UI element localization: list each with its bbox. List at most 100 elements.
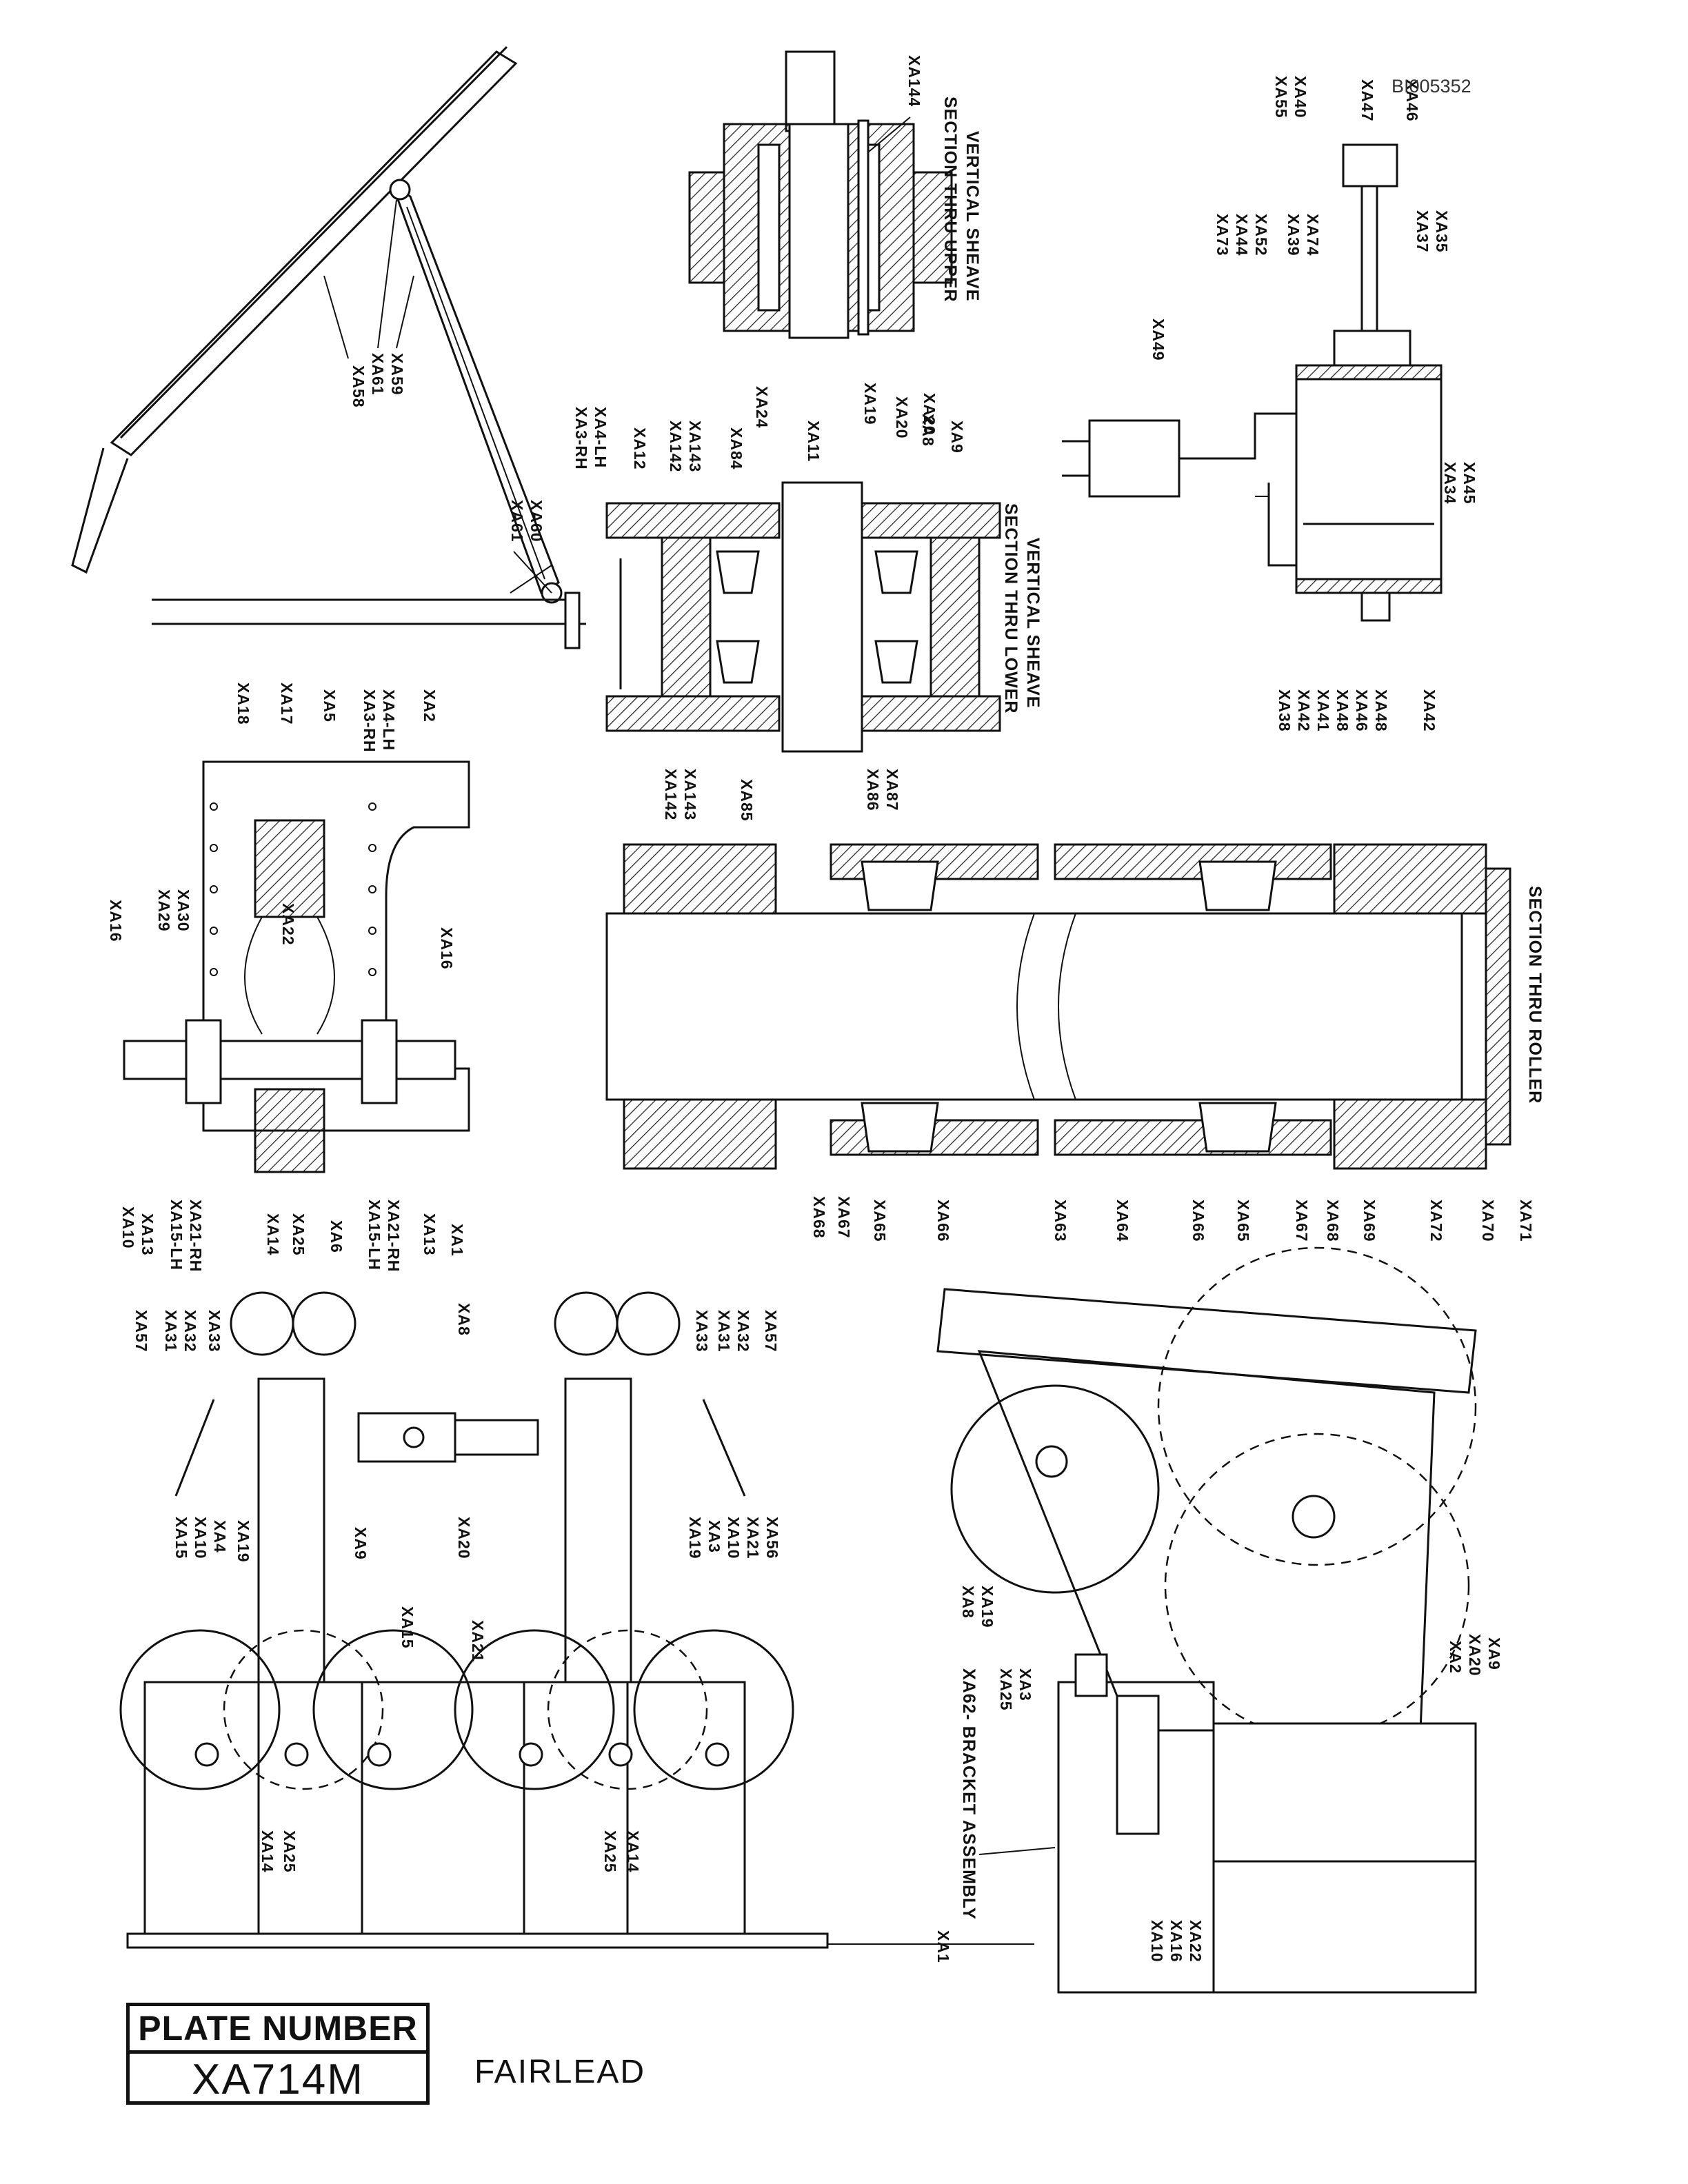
callout-xa5: XA5 bbox=[321, 689, 339, 722]
cylinder-assembly bbox=[1062, 143, 1443, 622]
caption-upper-sheave-1: SECTION THRU UPPER bbox=[941, 97, 960, 303]
callout-xa19-front-left: XA19 bbox=[234, 1520, 252, 1563]
callout-xa35: XA35 bbox=[1433, 210, 1451, 253]
callout-xa8-side: XA8 bbox=[959, 1586, 977, 1619]
callout-xa8-front: XA8 bbox=[455, 1303, 473, 1336]
callout-xa22-side: XA22 bbox=[1187, 1920, 1205, 1963]
callout-xa20-front: XA20 bbox=[455, 1517, 473, 1559]
callout-xa47: XA47 bbox=[1358, 79, 1376, 122]
callout-xa70: XA70 bbox=[1479, 1200, 1497, 1242]
boom-callouts: XA58 XA61 XA59 XA61 XA60 bbox=[323, 199, 552, 594]
callout-xa21-front-right: XA21 bbox=[744, 1517, 762, 1559]
callout-xa14-front-left: XA14 bbox=[259, 1830, 277, 1873]
plate-number-heading: PLATE NUMBER bbox=[130, 2006, 426, 2054]
callout-xa66: XA66 bbox=[934, 1200, 952, 1242]
callout-xa32-left: XA32 bbox=[181, 1310, 199, 1353]
callout-xa68-b: XA68 bbox=[1324, 1200, 1342, 1242]
boom-assembly bbox=[71, 46, 586, 649]
callout-xa72: XA72 bbox=[1427, 1200, 1445, 1242]
caption-lower-sheave-2: VERTICAL SHEAVE bbox=[1023, 538, 1043, 708]
callout-xa16-right: XA16 bbox=[438, 927, 456, 970]
callout-xa10-front-left: XA10 bbox=[192, 1517, 210, 1559]
lower-sheave-callouts: XA3-RH XA4-LH XA12 XA142 XA143 XA84 XA20… bbox=[572, 393, 1043, 822]
front-view-callouts: XA57 XA31 XA32 XA33 XA8 XA33 XA31 XA32 X… bbox=[132, 1303, 781, 1873]
callout-xa48: XA48 bbox=[1334, 689, 1352, 732]
callout-xa25-front-right: XA25 bbox=[601, 1830, 619, 1873]
callout-xa87: XA87 bbox=[883, 769, 901, 811]
callout-xa45: XA45 bbox=[1460, 462, 1478, 505]
callout-xa42: XA42 bbox=[1295, 689, 1313, 732]
callout-xa20-side: XA20 bbox=[1466, 1634, 1484, 1677]
callout-xa142-lower: XA142 bbox=[662, 769, 680, 820]
callout-xa31-left: XA31 bbox=[162, 1310, 180, 1353]
callout-xa10-frame: XA10 bbox=[119, 1206, 137, 1249]
callout-xa10-front-right: XA10 bbox=[725, 1517, 743, 1559]
callout-xa46-top: XA46 bbox=[1403, 79, 1421, 122]
callout-xa71: XA71 bbox=[1517, 1200, 1535, 1242]
plate-number-value: XA714M bbox=[192, 2055, 364, 2103]
callout-xa12: XA12 bbox=[631, 427, 649, 470]
callout-xa61-lower: XA61 bbox=[508, 500, 526, 543]
callout-xa33-right: XA33 bbox=[693, 1310, 711, 1353]
callout-xa3-rh: XA3-RH bbox=[572, 407, 590, 470]
callout-xa57-left: XA57 bbox=[132, 1310, 150, 1353]
callout-xa4-lh-frame: XA4-LH bbox=[380, 689, 398, 751]
callout-xa19-front-right: XA19 bbox=[686, 1517, 704, 1559]
callout-xa13-right: XA13 bbox=[421, 1213, 439, 1256]
callout-xa55: XA55 bbox=[1272, 76, 1290, 119]
callout-xa40: XA40 bbox=[1292, 76, 1309, 119]
callout-xa65-b: XA65 bbox=[1234, 1200, 1252, 1242]
lower-sheave-section bbox=[605, 481, 1001, 753]
callout-xa42-b: XA42 bbox=[1420, 689, 1438, 732]
callout-xa2: XA2 bbox=[421, 689, 439, 722]
callout-xa3-side: XA3 bbox=[1016, 1668, 1034, 1701]
callout-xa15-lh-left: XA15-LH bbox=[168, 1200, 185, 1271]
callout-xa19-side: XA19 bbox=[978, 1586, 996, 1628]
callout-xa66-b: XA66 bbox=[1189, 1200, 1207, 1242]
callout-xa21-front-mid: XA21 bbox=[469, 1620, 487, 1663]
callout-xa60: XA60 bbox=[528, 500, 545, 543]
callout-xa34: XA34 bbox=[1441, 462, 1459, 505]
roller-callouts: XA68 XA67 XA65 XA66 XA63 XA64 XA66 XA65 … bbox=[810, 886, 1545, 1242]
callout-xa142: XA142 bbox=[667, 421, 685, 472]
callout-xa65: XA65 bbox=[871, 1200, 889, 1242]
callout-xa16-side: XA16 bbox=[1167, 1920, 1185, 1963]
callout-xa68: XA68 bbox=[810, 1196, 828, 1239]
frame-top-view bbox=[123, 760, 470, 1173]
callout-xa49: XA49 bbox=[1149, 318, 1167, 361]
callout-xa67-b: XA67 bbox=[1293, 1200, 1311, 1242]
callout-xa21-rh-left: XA21-RH bbox=[187, 1200, 205, 1272]
callout-xa74: XA74 bbox=[1304, 214, 1322, 256]
upper-sheave-section bbox=[688, 50, 953, 339]
callout-xa24: XA24 bbox=[753, 386, 771, 429]
caption-upper-sheave-2: VERTICAL SHEAVE bbox=[963, 131, 982, 301]
callout-xa3-front: XA3 bbox=[705, 1520, 723, 1553]
callout-xa11: XA11 bbox=[805, 421, 823, 462]
caption-bracket-assembly: XA62- BRACKET ASSEMBLY bbox=[959, 1668, 978, 1920]
callout-xa13-left: XA13 bbox=[139, 1213, 157, 1256]
callout-xa44: XA44 bbox=[1233, 214, 1251, 256]
callout-xa144: XA144 bbox=[905, 55, 923, 107]
callout-xa57-right: XA57 bbox=[762, 1310, 780, 1353]
callout-xa18: XA18 bbox=[234, 682, 252, 725]
callout-xa4-front: XA4 bbox=[211, 1520, 229, 1553]
callout-xa16-left: XA16 bbox=[107, 900, 125, 942]
callout-xa20-lower: XA20 bbox=[921, 393, 938, 436]
callout-xa69: XA69 bbox=[1360, 1200, 1378, 1242]
callout-xa25-front-left: XA25 bbox=[281, 1830, 299, 1873]
callout-xa63: XA63 bbox=[1052, 1200, 1069, 1242]
callout-xa67: XA67 bbox=[835, 1196, 853, 1239]
callout-xa41: XA41 bbox=[1314, 689, 1332, 732]
drawing-title: FAIRLEAD bbox=[474, 2054, 646, 2090]
cylinder-callouts: XA55 XA40 XA47 XA46 XA73 XA44 XA52 XA39 … bbox=[1149, 76, 1478, 732]
callout-xa15-front-left: XA15 bbox=[172, 1517, 190, 1559]
callout-xa85: XA85 bbox=[738, 779, 756, 822]
callout-xa86: XA86 bbox=[864, 769, 882, 811]
callout-xa9-side: XA9 bbox=[1485, 1637, 1503, 1670]
callout-xa143-lower: XA143 bbox=[681, 769, 699, 820]
callout-xa15-front-mid: XA15 bbox=[399, 1606, 416, 1649]
callout-xa9: XA9 bbox=[948, 421, 966, 454]
callout-xa14-frame: XA14 bbox=[264, 1213, 282, 1256]
frame-holes bbox=[210, 802, 376, 976]
callout-xa48-b: XA48 bbox=[1372, 689, 1390, 732]
